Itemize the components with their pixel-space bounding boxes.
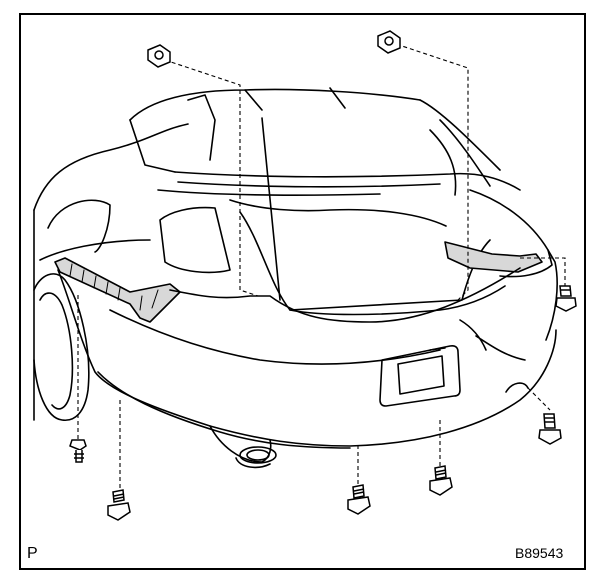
retainer-hatch xyxy=(69,263,159,311)
rear-wheel xyxy=(33,209,90,421)
bolt-icon xyxy=(107,489,131,521)
bolt-icon xyxy=(429,465,453,496)
leader-lines xyxy=(77,41,566,500)
clip-nut-icon xyxy=(377,30,401,54)
retainer-right xyxy=(444,241,543,273)
car-body xyxy=(33,87,558,341)
bolt-icon xyxy=(69,439,87,463)
license-plate-recess xyxy=(379,345,461,407)
bolt-icon xyxy=(538,413,562,445)
figure-id-label: B89543 xyxy=(515,545,564,561)
view-code-label: P xyxy=(27,545,38,562)
clip-nut-icon xyxy=(147,44,171,68)
retainer-left xyxy=(54,257,181,323)
exhaust-pipe xyxy=(239,446,277,464)
bolt-icon xyxy=(555,285,577,312)
bolt-icon xyxy=(347,484,371,515)
